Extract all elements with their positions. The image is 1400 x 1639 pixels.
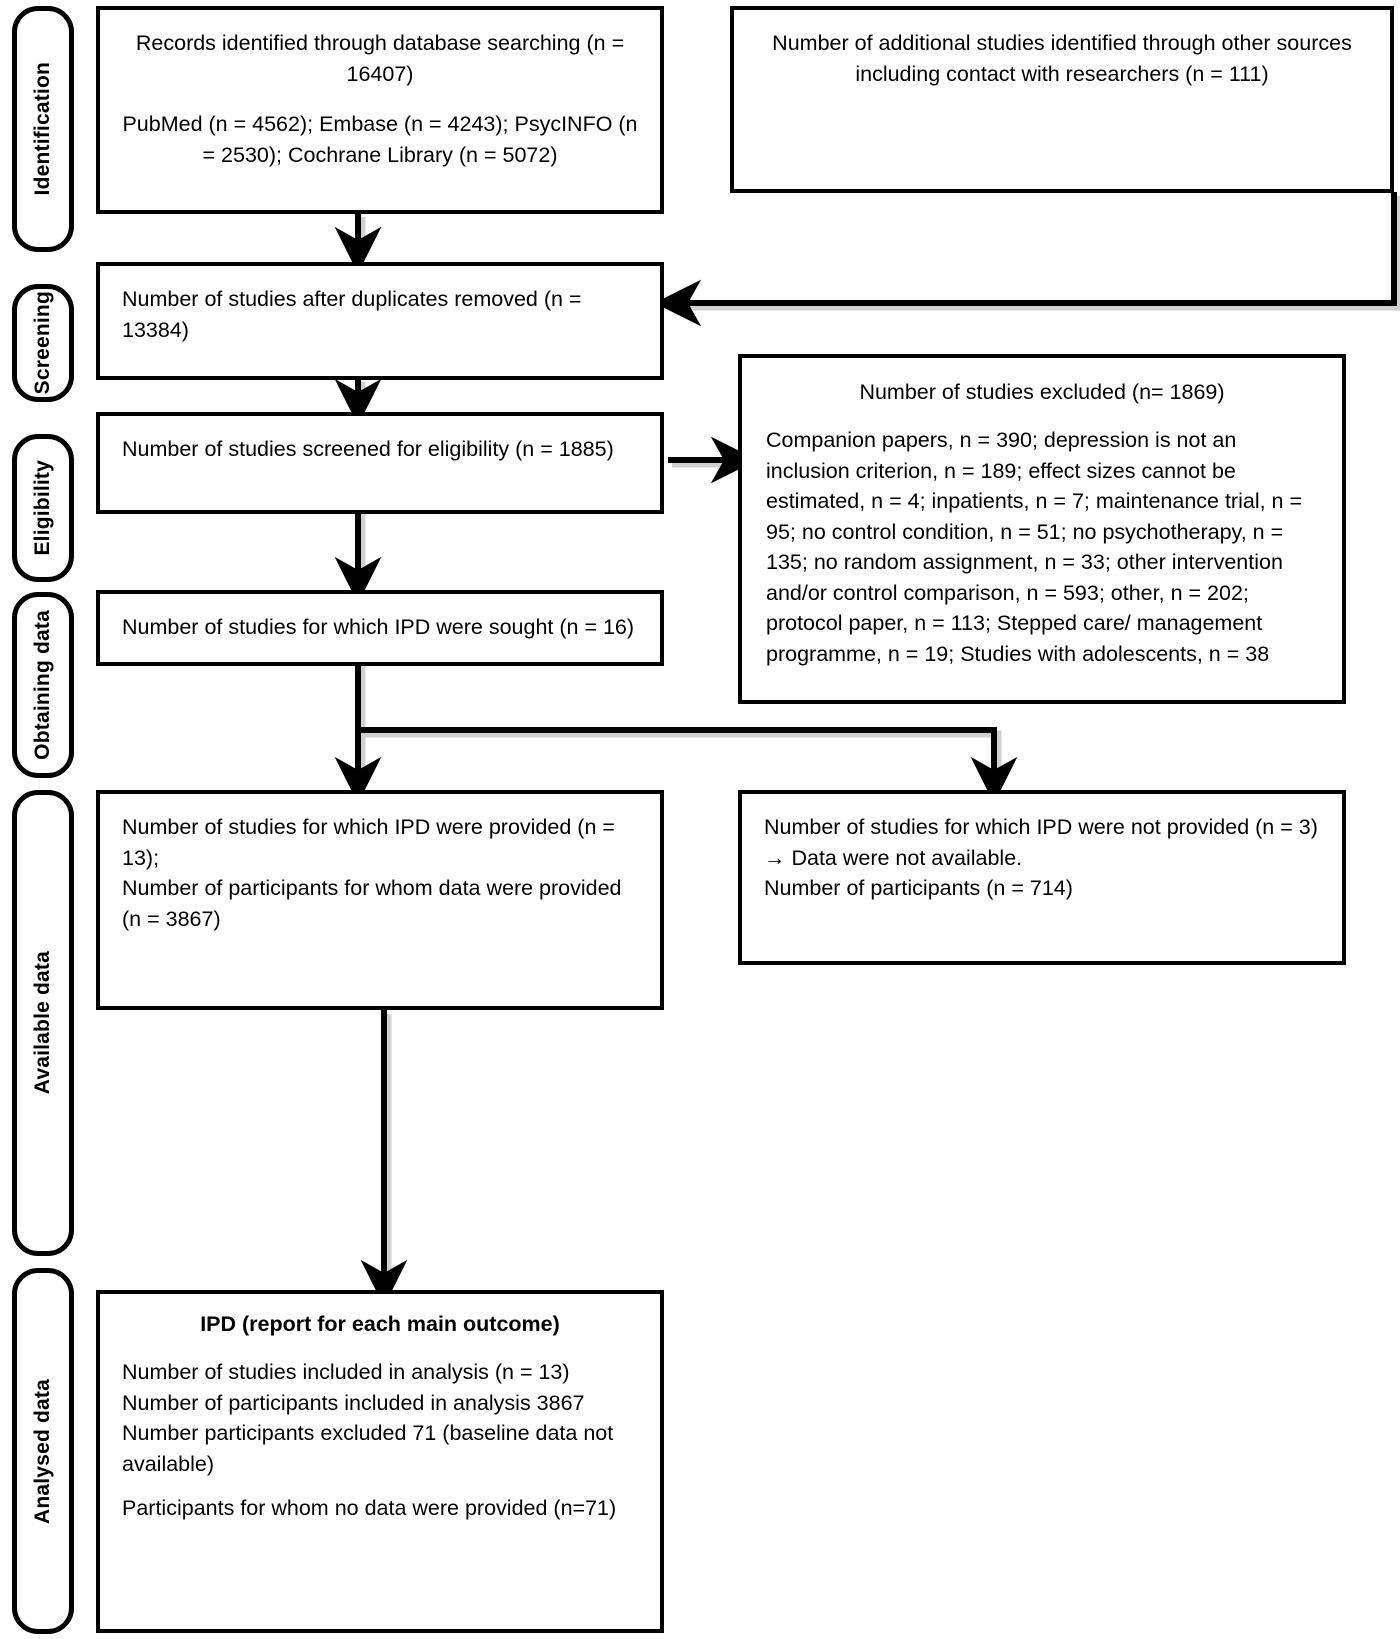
box-studies-excluded: Number of studies excluded (n= 1869) Com… <box>738 354 1346 704</box>
box-screened-eligibility: Number of studies screened for eligibili… <box>96 412 664 514</box>
stage-pill-obtaining-data: Obtaining data <box>12 592 74 778</box>
ipd-provided-line2: Number of participants for whom data wer… <box>122 876 628 931</box>
box-ipd-provided: Number of studies for which IPD were pro… <box>96 790 664 1010</box>
ipd-provided-line1: Number of studies for which IPD were pro… <box>122 815 621 870</box>
stage-pill-eligibility: Eligibility <box>12 434 74 582</box>
records-identified-line2: PubMed (n = 4562); Embase (n = 4243); Ps… <box>122 112 644 167</box>
screened-eligibility-line1: Number of studies screened for eligibili… <box>122 437 614 461</box>
box-records-identified: Records identified through database sear… <box>96 6 664 214</box>
box-duplicates-removed: Number of studies after duplicates remov… <box>96 262 664 380</box>
ipd-not-provided-line2: → Data were not available. <box>764 845 1023 870</box>
ipd-sought-line1: Number of studies for which IPD were sou… <box>122 615 635 639</box>
stage-pill-analysed-data: Analysed data <box>12 1268 74 1634</box>
stage-label-eligibility: Eligibility <box>31 460 54 556</box>
duplicates-removed-line1: Number of studies after duplicates remov… <box>122 287 588 342</box>
box-ipd-analysis: IPD (report for each main outcome) Numbe… <box>96 1290 664 1633</box>
stage-label-identification: Identification <box>31 62 54 196</box>
stage-pill-screening: Screening <box>12 284 74 402</box>
ipd-analysis-line2: Number of participants included in analy… <box>122 1390 585 1415</box>
ipd-analysis-title: IPD (report for each main outcome) <box>200 1312 560 1336</box>
additional-studies-line1: Number of additional studies identified … <box>772 31 1358 86</box>
ipd-analysis-line3: Number participants excluded 71 (baselin… <box>122 1421 620 1476</box>
stage-label-analysed-data: Analysed data <box>31 1378 54 1524</box>
ipd-not-provided-line3: Number of participants (n = 714) <box>764 876 1073 901</box>
ipd-not-provided-line1: Number of studies for which IPD were not… <box>764 815 1318 839</box>
stage-label-screening: Screening <box>31 291 54 395</box>
ipd-analysis-line1: Number of studies included in analysis (… <box>122 1360 570 1384</box>
records-identified-line1: Records identified through database sear… <box>135 31 631 86</box>
ipd-analysis-line4: Participants for whom no data were provi… <box>122 1496 617 1521</box>
stage-pill-identification: Identification <box>12 6 74 252</box>
studies-excluded-body: Companion papers, n = 390; depression is… <box>766 428 1309 666</box>
box-ipd-not-provided: Number of studies for which IPD were not… <box>738 790 1346 965</box>
stage-label-available-data: Available data <box>31 951 54 1095</box>
studies-excluded-heading: Number of studies excluded (n= 1869) <box>859 380 1225 404</box>
stage-label-obtaining-data: Obtaining data <box>31 610 54 760</box>
box-additional-studies: Number of additional studies identified … <box>730 6 1394 193</box>
stage-pill-available-data: Available data <box>12 790 74 1256</box>
box-ipd-sought: Number of studies for which IPD were sou… <box>96 590 664 666</box>
